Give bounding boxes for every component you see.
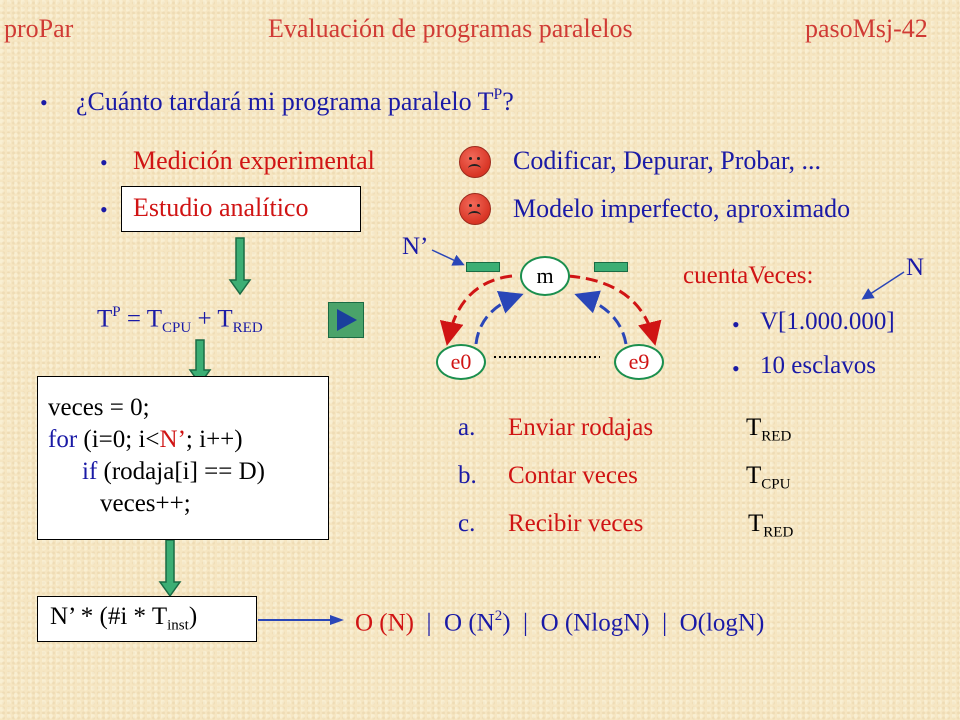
analytic-box xyxy=(121,186,361,232)
code-block: veces = 0; for (i=0; i<N’; i++) if (roda… xyxy=(48,392,265,520)
n-label: N xyxy=(906,254,925,281)
analytic-note: Modelo imperfecto, aproximado xyxy=(513,194,851,223)
play-button[interactable] xyxy=(328,302,364,338)
n-prime-pointer xyxy=(431,249,465,266)
bullet: • xyxy=(100,197,108,222)
code-keyword: if xyxy=(82,458,98,485)
step-text: Recibir veces xyxy=(508,510,644,537)
step-cost: TRED xyxy=(748,510,793,541)
data-slice-bar xyxy=(594,262,628,272)
question-text: ¿Cuánto tardará mi programa paralelo T xyxy=(76,86,494,116)
step-text: Contar veces xyxy=(508,462,638,489)
formula-t: T xyxy=(97,305,113,333)
receive-arrow-left xyxy=(474,290,524,345)
code-line: if (rodaja[i] == D) xyxy=(48,456,265,488)
complexity-n2: O (N xyxy=(444,609,495,637)
send-arrow-right xyxy=(567,274,662,346)
step-letter: b. xyxy=(458,462,477,489)
complexity-logn: O(logN) xyxy=(679,609,765,637)
bullet: • xyxy=(732,312,740,337)
master-node: m xyxy=(520,256,570,296)
code-text: (rodaja[i] == D) xyxy=(97,458,265,485)
code-line: for (i=0; i<N’; i++) xyxy=(48,424,265,456)
tp-formula: TP = TCPU + TRED xyxy=(97,304,263,337)
step-text: Enviar rodajas xyxy=(508,414,654,441)
n-pointer xyxy=(861,271,905,300)
code-n-prime: N’ xyxy=(159,426,186,453)
complexity-nlogn: O (NlogN) xyxy=(540,609,650,637)
step-cost-sub: RED xyxy=(763,524,794,541)
data-slice-bar xyxy=(466,262,500,272)
method-experimental: Medición experimental xyxy=(133,146,375,175)
separator: | xyxy=(414,609,445,637)
formula-eq: = T xyxy=(120,305,163,333)
bullet: • xyxy=(732,356,740,381)
sad-face-icon xyxy=(459,193,491,225)
receive-arrow-right xyxy=(574,290,628,345)
step-letter: c. xyxy=(458,510,476,537)
page-title: Evaluación de programas paralelos xyxy=(268,14,633,43)
header-right: pasoMsj-42 xyxy=(805,14,928,43)
method-analytic: Estudio analítico xyxy=(133,193,309,222)
bullet: • xyxy=(100,150,108,175)
code-text: ; i++) xyxy=(185,426,243,453)
cost-sub: inst xyxy=(167,617,189,634)
step-cost: TRED xyxy=(746,414,791,445)
step-cost-t: T xyxy=(746,414,762,441)
cost-box xyxy=(37,596,257,642)
code-keyword: for xyxy=(48,426,78,453)
cost-suffix: ) xyxy=(188,603,198,630)
header-left: proPar xyxy=(4,14,74,43)
question: ¿Cuánto tardará mi programa paralelo TP? xyxy=(76,86,514,117)
play-icon xyxy=(337,309,357,331)
complexity-options: O (N) | O (N2) | O (NlogN) | O(logN) xyxy=(355,608,764,638)
problem-item-vector: V[1.000.000] xyxy=(760,308,895,335)
formula-red: RED xyxy=(232,319,263,336)
step-cost-t: T xyxy=(748,510,764,537)
cost-prefix: N’ * (#i * T xyxy=(50,603,168,630)
question-end: ? xyxy=(502,86,514,116)
code-line: veces = 0; xyxy=(48,394,150,421)
step-cost-t: T xyxy=(746,462,762,489)
code-text: (i=0; i< xyxy=(77,426,160,453)
complexity-n2-sup: 2 xyxy=(494,608,503,624)
slave-node-last: e9 xyxy=(614,344,664,380)
bullet: • xyxy=(40,90,48,115)
separator: | xyxy=(649,609,680,637)
formula-cpu: CPU xyxy=(162,319,192,336)
step-cost-sub: CPU xyxy=(761,476,791,493)
code-box xyxy=(37,376,329,540)
problem-item-slaves: 10 esclavos xyxy=(760,352,876,379)
formula-p: P xyxy=(112,304,121,320)
complexity-n: O (N) xyxy=(355,609,415,637)
separator: | xyxy=(510,609,541,637)
step-cost: TCPU xyxy=(746,462,790,493)
down-arrow-icon xyxy=(158,539,182,598)
problem-title: cuentaVeces: xyxy=(683,262,814,289)
experimental-note: Codificar, Depurar, Probar, ... xyxy=(513,146,822,175)
slave-node-first: e0 xyxy=(436,344,486,380)
code-line: veces++; xyxy=(100,490,191,517)
formula-plus: + T xyxy=(191,305,233,333)
cost-formula: N’ * (#i * Tinst) xyxy=(50,603,197,634)
n-prime-label: N’ xyxy=(402,233,429,260)
step-letter: a. xyxy=(458,414,476,441)
question-sup: P xyxy=(493,86,503,103)
down-arrow-icon xyxy=(228,237,252,296)
complexity-n2-end: ) xyxy=(502,609,511,637)
step-cost-sub: RED xyxy=(761,428,792,445)
send-arrow-left xyxy=(439,274,513,346)
sad-face-icon xyxy=(459,146,491,178)
